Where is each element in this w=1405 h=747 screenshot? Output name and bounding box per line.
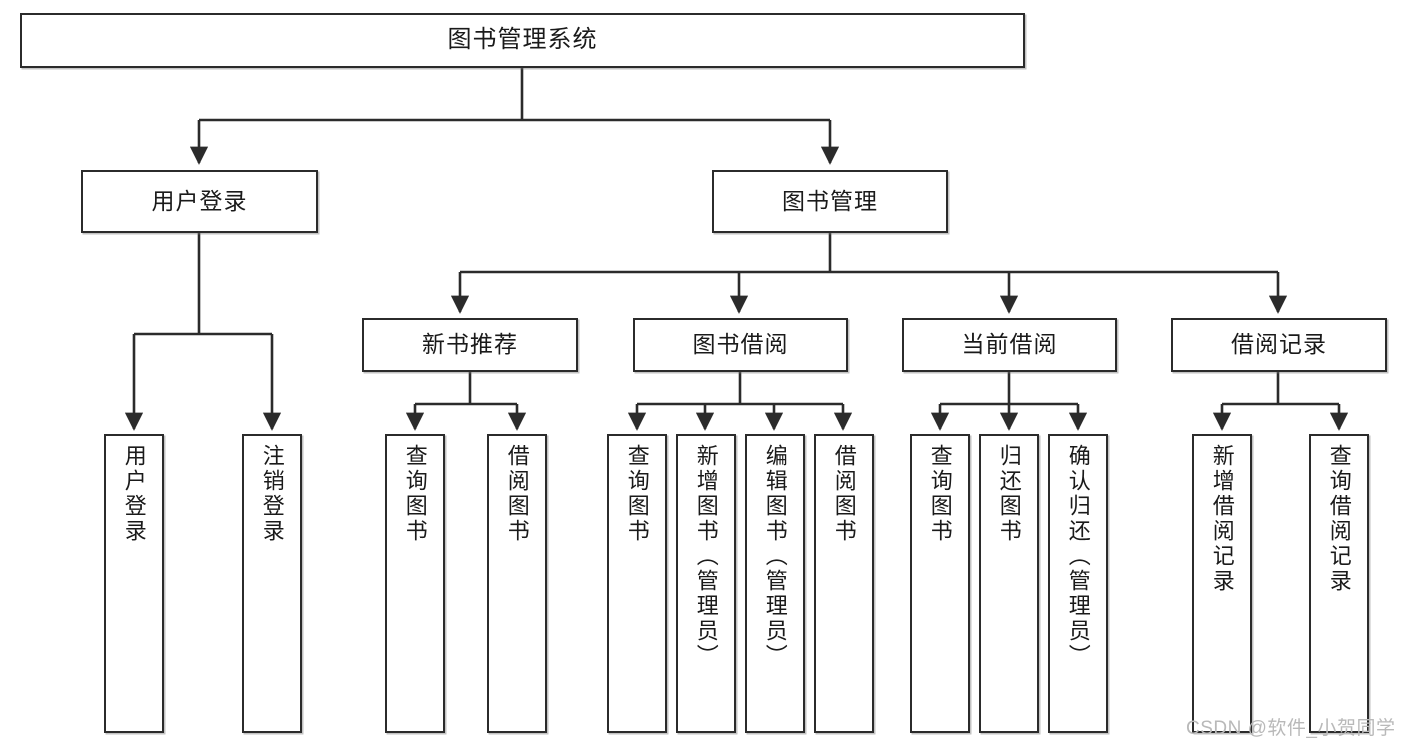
node-label: 图书管理 (782, 187, 878, 214)
node-label: 新增图书（管理员） (693, 444, 719, 669)
node-root[interactable]: 图书管理系统 (20, 13, 1025, 68)
node-label: 查询图书 (927, 444, 953, 544)
node-label: 查询图书 (402, 444, 428, 544)
node-label: 借阅图书 (831, 444, 857, 544)
node-book-management[interactable]: 图书管理 (712, 170, 948, 233)
leaf-query-book-borrow[interactable]: 查询图书 (607, 434, 667, 733)
node-label: 借阅记录 (1231, 331, 1327, 358)
watermark: CSDN @软件_小贺同学 (1186, 718, 1396, 739)
node-label: 查询借阅记录 (1326, 444, 1352, 594)
leaf-user-login[interactable]: 用户登录 (104, 434, 164, 733)
leaf-return-book[interactable]: 归还图书 (979, 434, 1039, 733)
node-label: 编辑图书（管理员） (762, 444, 788, 669)
leaf-add-borrow-record[interactable]: 新增借阅记录 (1192, 434, 1252, 733)
node-label: 新书推荐 (422, 331, 518, 358)
node-new-book-recommend[interactable]: 新书推荐 (362, 318, 578, 372)
node-label: 图书管理系统 (447, 26, 598, 54)
node-label: 注销登录 (259, 444, 285, 544)
leaf-edit-book-admin[interactable]: 编辑图书（管理员） (745, 434, 805, 733)
node-label: 图书借阅 (692, 331, 789, 358)
leaf-query-book-recommend[interactable]: 查询图书 (385, 434, 445, 733)
node-label: 用户登录 (121, 444, 147, 544)
leaf-borrow-book[interactable]: 借阅图书 (814, 434, 874, 733)
leaf-query-book-current[interactable]: 查询图书 (910, 434, 970, 733)
leaf-logout[interactable]: 注销登录 (242, 434, 302, 733)
leaf-query-borrow-record[interactable]: 查询借阅记录 (1309, 434, 1369, 733)
node-book-borrow[interactable]: 图书借阅 (633, 318, 848, 372)
node-label: 用户登录 (151, 187, 248, 214)
node-label: 借阅图书 (504, 444, 530, 544)
node-borrow-records[interactable]: 借阅记录 (1171, 318, 1387, 372)
node-label: 确认归还（管理员） (1065, 444, 1091, 669)
node-label: 查询图书 (624, 444, 650, 544)
leaf-add-book-admin[interactable]: 新增图书（管理员） (676, 434, 736, 733)
node-label: 新增借阅记录 (1209, 444, 1235, 594)
leaf-confirm-return-admin[interactable]: 确认归还（管理员） (1048, 434, 1108, 733)
node-label: 归还图书 (996, 444, 1022, 544)
leaf-borrow-book-recommend[interactable]: 借阅图书 (487, 434, 547, 733)
node-current-borrow[interactable]: 当前借阅 (902, 318, 1117, 372)
node-label: 当前借阅 (961, 331, 1058, 358)
node-user-login[interactable]: 用户登录 (81, 170, 318, 233)
